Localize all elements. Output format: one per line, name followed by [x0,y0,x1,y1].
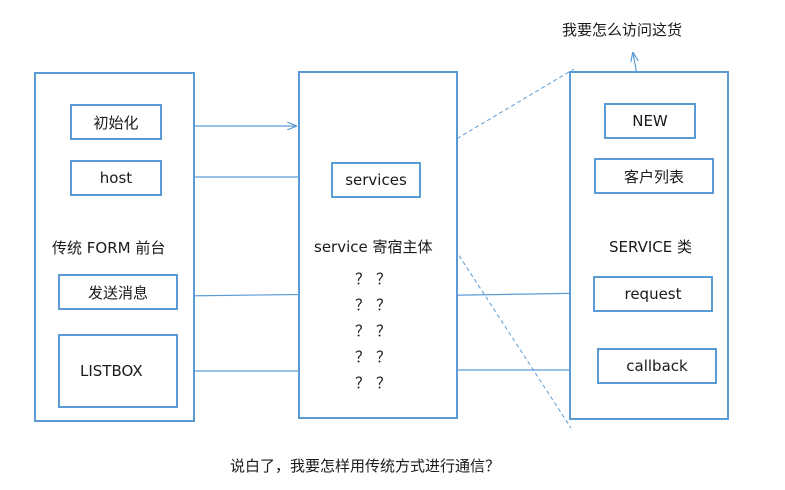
listbox-box: LISTBOX [58,334,178,408]
bottom-note: 说白了，我要怎样用传统方式进行通信？ [230,457,501,475]
unknown-mark: ？？ [354,296,397,314]
client-list-box: 客户列表 [594,158,714,194]
service-host-panel [298,71,458,419]
form-frontend-title: 传统 FORM 前台 [52,239,166,257]
unknown-mark: ？？ [354,348,397,366]
service-class-title: SERVICE 类 [609,238,693,256]
unknown-mark: ？？ [354,374,397,392]
services-box: services [331,162,421,198]
host-box: host [70,160,162,196]
unknown-mark: ？？ [354,322,397,340]
send-message-box: 发送消息 [58,274,178,310]
unknown-mark: ？？ [354,270,397,288]
top-note: 我要怎么访问这货 [562,21,683,39]
request-box: request [593,276,713,312]
new-box: NEW [604,103,696,139]
callback-box: callback [597,348,717,384]
service-host-title: service 寄宿主体 [314,238,433,256]
unknown-marks: ？？ ？？ ？？ ？？ ？？ [346,266,406,396]
init-box: 初始化 [70,104,162,140]
